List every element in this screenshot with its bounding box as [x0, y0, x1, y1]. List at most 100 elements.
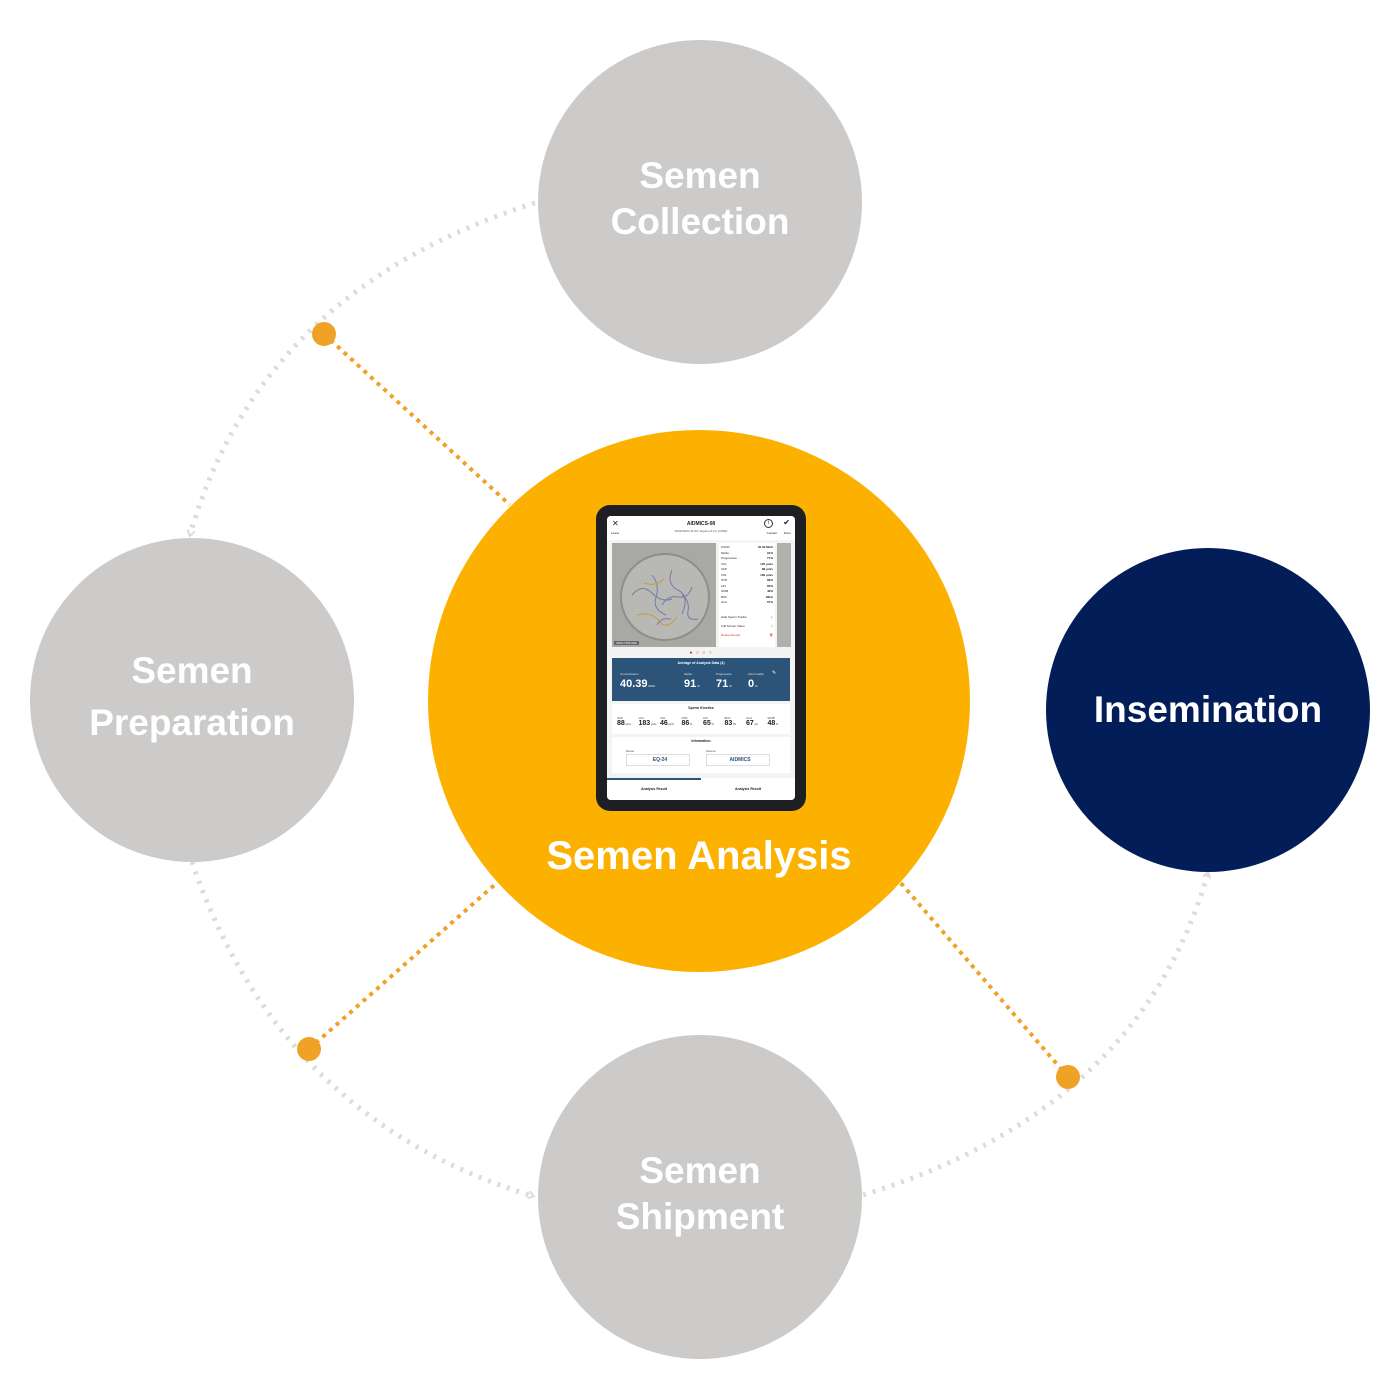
action-row[interactable]: Delete Results 🗑 — [721, 633, 773, 637]
average-metric-value: 40.39 M/ml — [620, 678, 655, 690]
app-header: ✕ Leave AIDMICS-08 2022/06/24 11:36 | Eq… — [607, 516, 795, 540]
kinetics-number: 86 — [681, 720, 690, 727]
insemination-label: Insemination — [1093, 689, 1323, 730]
semen-preparation-label-line2: Preparation — [89, 702, 295, 743]
action-label: Full Screen Video — [721, 624, 745, 628]
kinetics-unit: μm/s — [624, 723, 631, 726]
average-metric-number: 0 — [748, 678, 755, 690]
microscope-image[interactable]: ANALYSIS IMG — [612, 543, 716, 647]
kinetics-number: 65 — [703, 720, 711, 727]
parameter-value: 183 μm/s — [760, 572, 773, 577]
average-metric-label: Progressive — [716, 672, 732, 676]
link-dot-upper-left — [312, 322, 336, 346]
parameter-name: STR — [721, 578, 727, 582]
parameter-name: VSL — [721, 572, 727, 577]
parameter-value: 65% — [766, 583, 773, 588]
link-analysis-lower-left — [307, 878, 502, 1051]
pager-dots: ● ○ ○ ○ — [689, 650, 713, 656]
semen-preparation-label-line1: Semen — [131, 650, 253, 691]
kinetics-label: STR — [681, 716, 688, 720]
link-analysis-upper-left — [322, 332, 512, 507]
average-metric-unit: % — [696, 684, 700, 688]
parameter-name: VCL — [721, 561, 727, 566]
average-panel: Average of Analysis Data (4) ✎ Concentra… — [612, 658, 790, 701]
kinetics-number: 67 — [746, 720, 754, 727]
action-row[interactable]: Hide Sperm Tracks ✓ — [721, 615, 773, 619]
kinetics-value: 65 % — [703, 720, 714, 727]
leave-label: Leave — [611, 531, 620, 535]
semen-preparation-node: Semen Preparation — [30, 538, 354, 862]
toggle-icon: ✓ — [770, 615, 773, 619]
tab-analysis-result-2[interactable]: Analysis Result — [734, 787, 762, 791]
kinetics-unit: μm/s — [667, 723, 674, 726]
information-heading: Information — [691, 739, 711, 743]
average-metric-value: 91 % — [684, 678, 700, 690]
name-field[interactable]: EQ-24 — [626, 754, 690, 766]
average-metric-unit: % — [728, 684, 732, 688]
kinetics-value: 86 % — [682, 720, 693, 727]
average-metric-unit: M/ml — [647, 684, 655, 688]
average-metric-value: 71 % — [716, 678, 732, 690]
action-label: Hide Sperm Tracks — [721, 615, 747, 619]
parameter-value: 71% — [766, 556, 773, 560]
next-image-preview[interactable] — [777, 543, 791, 647]
action-row[interactable]: Full Screen Video ⛶ — [721, 624, 773, 628]
link-dot-lower-left — [297, 1037, 321, 1061]
kinetics-unit: μm/s — [650, 723, 657, 726]
average-metric-number: 91 — [684, 678, 697, 690]
trash-icon: 🗑 — [769, 633, 773, 637]
kinetics-unit: μm — [753, 723, 759, 726]
app-title: AIDMICS-08 — [686, 521, 716, 527]
kinetics-number: 48 — [767, 720, 776, 727]
parameter-name: Motile — [721, 550, 730, 555]
parameter-row: WOB 48% — [721, 589, 773, 593]
kinetics-unit: % — [689, 723, 693, 726]
semen-collection-label-line2: Collection — [610, 201, 790, 242]
flow-preparation-to-shipment — [189, 861, 533, 1196]
kinetics-value: 48 % — [768, 720, 779, 727]
semen-analysis-node: ✕ Leave AIDMICS-08 2022/06/24 11:36 | Eq… — [428, 430, 970, 972]
edit-icon[interactable]: ✎ — [772, 670, 777, 676]
parameter-value: 125 μm/s — [760, 561, 773, 566]
parameter-value: 48% — [766, 589, 773, 593]
fullscreen-icon: ⛶ — [770, 624, 773, 628]
kinetics-label: VCL — [638, 716, 645, 720]
semen-collection-label-line1: Semen — [639, 155, 761, 196]
kinetics-value: 83 Hz — [725, 720, 737, 727]
average-metric-label: Concentration — [620, 672, 639, 676]
average-metric-unit: % — [754, 684, 758, 688]
semen-shipment-label-line2: Shipment — [615, 1196, 785, 1237]
parameter-name: WOB — [721, 589, 729, 593]
source-label: Source — [706, 749, 716, 753]
source-field[interactable]: AIDMICS — [706, 754, 770, 766]
kinetics-label: LIN — [703, 716, 708, 720]
sperm-tracks — [631, 569, 699, 626]
checkmark-icon[interactable]: ✔ — [783, 518, 790, 527]
close-icon[interactable]: ✕ — [612, 519, 619, 528]
parameter-name: VAP — [721, 567, 727, 571]
tab-analysis-result-1[interactable]: Analysis Result — [640, 787, 668, 791]
parameter-row: VSL 183 μm/s — [721, 573, 773, 577]
action-label: Delete Results — [721, 633, 741, 637]
kinetics-number: 183 — [638, 720, 651, 727]
parameter-name: BCF — [721, 594, 727, 599]
link-dot-lower-right — [1056, 1065, 1080, 1089]
parameter-name: LIN — [721, 583, 726, 588]
parameter-name: CONC — [721, 545, 730, 549]
parameter-value: 86% — [766, 578, 773, 582]
average-metric-label: Abnormality — [748, 672, 764, 676]
parameter-row: LIN 65% — [721, 584, 773, 588]
semen-shipment-node: Semen Shipment — [538, 1035, 862, 1359]
active-tab-indicator — [607, 778, 701, 780]
image-caption: ANALYSIS IMG — [614, 641, 639, 645]
info-icon[interactable]: i — [764, 519, 773, 528]
kinetics-unit: % — [710, 723, 714, 726]
tablet-screen: ✕ Leave AIDMICS-08 2022/06/24 11:36 | Eq… — [607, 516, 795, 800]
parameter-value: 67% — [766, 600, 773, 604]
